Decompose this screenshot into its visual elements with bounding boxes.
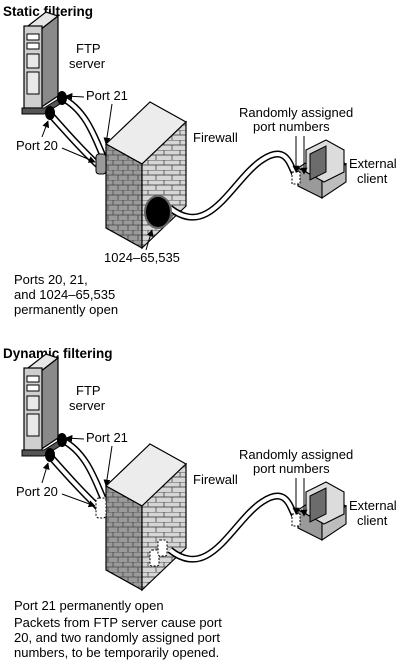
client-label-line1: External (349, 156, 397, 171)
dynamic-note-line3: Packets from FTP server cause port (14, 615, 222, 630)
dynamic-note-line1: Port 21 permanently open (14, 598, 164, 613)
firewall-label: Firewall (193, 130, 238, 145)
random-ports-label-line2: port numbers (253, 119, 330, 134)
port20-marker (95, 497, 107, 519)
random-port-marker (157, 539, 168, 557)
ftp-server-label-line1: FTP (76, 41, 101, 56)
range-label: 1024–65,535 (104, 250, 180, 265)
dynamic-note-line5: numbers, to be temporarily opened. (14, 645, 219, 660)
client-label-line2: client (357, 513, 388, 528)
static-note-line2: and 1024–65,535 (14, 287, 115, 302)
random-port-marker (149, 549, 160, 567)
dynamic-heading: Dynamic filtering (3, 346, 113, 361)
client-label-line1: External (349, 498, 397, 513)
port20-label: Port 20 (16, 138, 58, 153)
port21-label: Port 21 (86, 88, 128, 103)
ftp-server-label-line2: server (69, 398, 106, 413)
random-ports-label-line2: port numbers (253, 461, 330, 476)
static-heading: Static filtering (3, 4, 93, 19)
client-label-line2: client (357, 171, 388, 186)
ftp-server-label-line1: FTP (76, 383, 101, 398)
firewall-label: Firewall (193, 472, 238, 487)
random-ports-label-line1: Randomly assigned (239, 105, 353, 120)
dynamic-filtering-panel: Dynamic filtering FTP server Port 21 Por… (3, 346, 397, 660)
static-note-line1: Ports 20, 21, (14, 272, 88, 287)
ftp-server-label-line2: server (69, 56, 106, 71)
high-port-range-opening (144, 195, 172, 229)
static-filtering-panel: Static filtering FTP server Port 21 Port… (3, 4, 397, 317)
random-ports-label-line1: Randomly assigned (239, 447, 353, 462)
port20-marker (95, 153, 107, 175)
port20-label: Port 20 (16, 484, 58, 499)
dynamic-note-line4: 20, and two randomly assigned port (14, 630, 220, 645)
static-note-line3: permanently open (14, 302, 118, 317)
port21-label: Port 21 (86, 430, 128, 445)
